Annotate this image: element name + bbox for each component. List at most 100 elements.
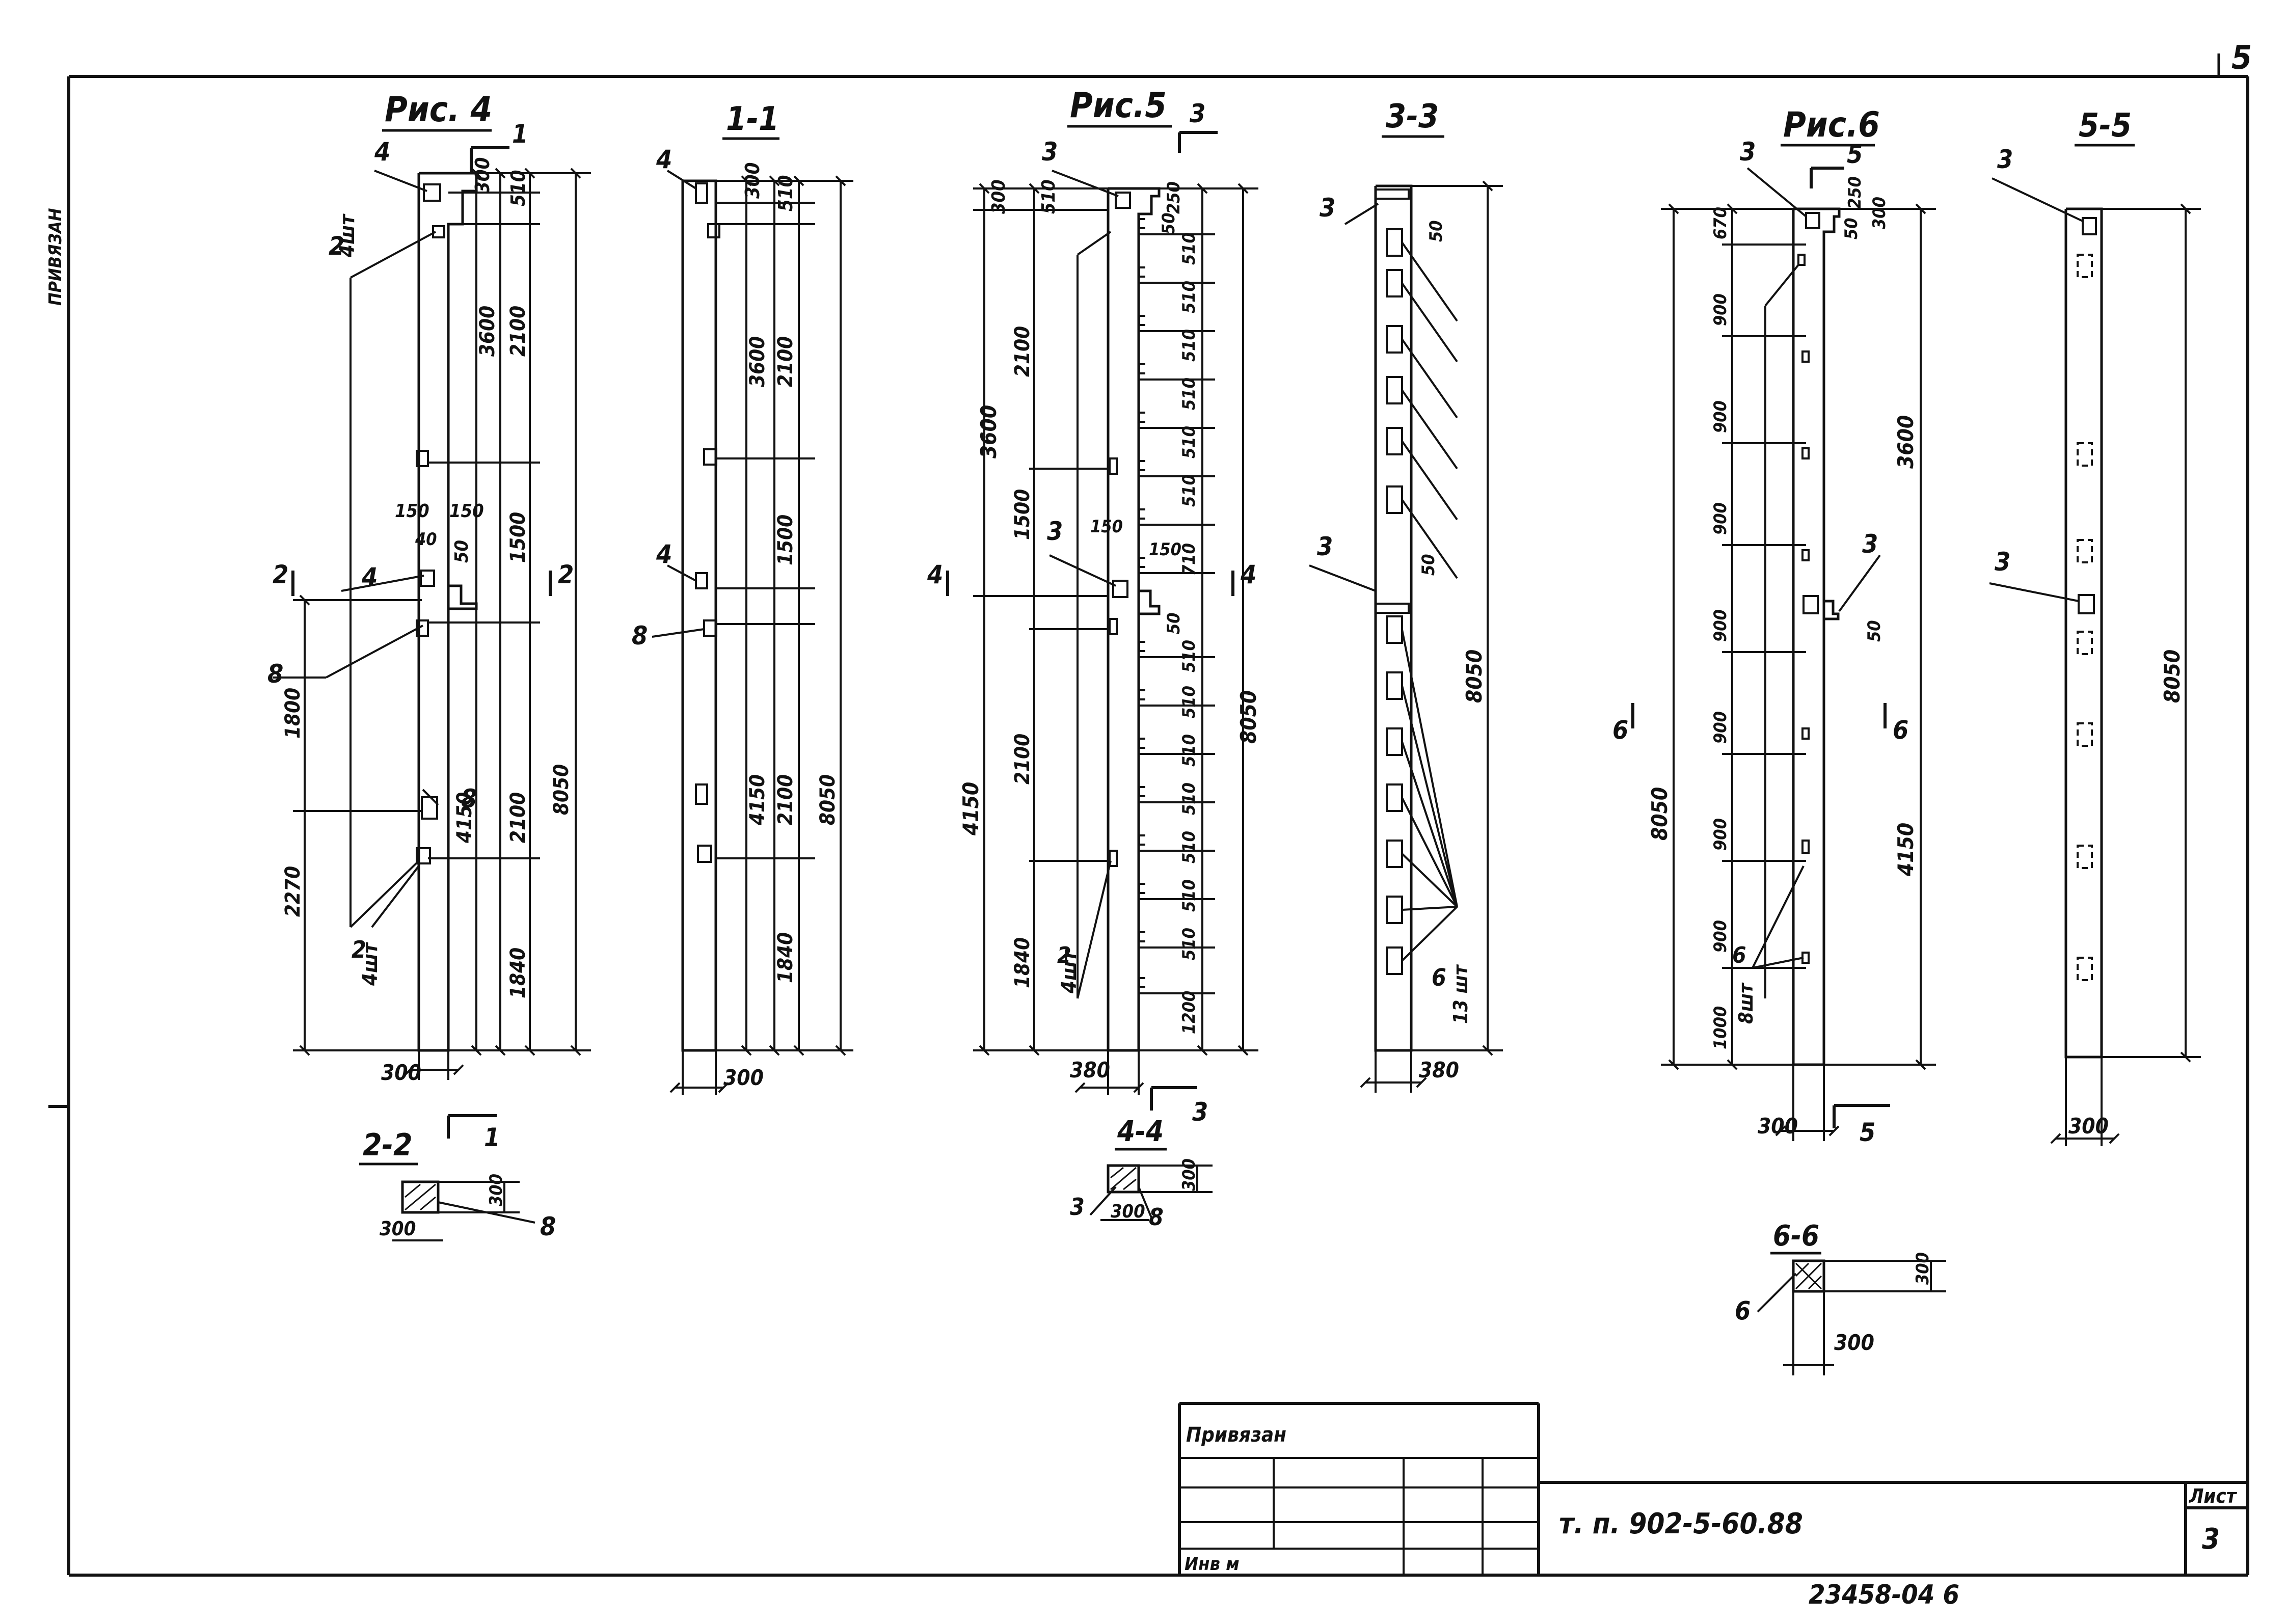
sec33-leader	[1401, 499, 1458, 579]
fig6-dim: 250	[1845, 176, 1865, 209]
fig5-chain-dim: 510	[1179, 928, 1199, 960]
fig5-callout: 3	[1042, 137, 1058, 167]
sec44-width: 300	[1111, 1201, 1145, 1222]
fig6-callout: 6	[1732, 942, 1746, 968]
fig4-dim: 4150	[453, 792, 476, 844]
fig6-chain-dim: 900	[1710, 400, 1731, 433]
fig6-view: Рис.6	[1612, 105, 1936, 1147]
sec66-hatch	[1795, 1262, 1822, 1290]
sec33-callout: 3	[1317, 532, 1333, 561]
sec33-width: 380	[1419, 1058, 1459, 1082]
sec11-dim: 4150	[746, 774, 769, 826]
sec66-height: 300	[1913, 1252, 1933, 1285]
title-block-privyazan: Привязан	[1186, 1423, 1286, 1447]
sec33-view: 3-3 3 3 6 13 шт 50 50 8050 380	[1309, 98, 1503, 1093]
fig6-callout: 8шт	[1735, 982, 1757, 1024]
fig6-dim: 50	[1841, 218, 1862, 239]
sec33-dim: 50	[1418, 554, 1439, 576]
fig4-dim: 3600	[476, 306, 499, 357]
fig5-dim: 510	[1038, 179, 1059, 214]
footer-number: 23458-04 6	[1809, 1580, 1959, 1610]
sec11-dim: 8050	[816, 774, 840, 825]
fig5-bracket	[1138, 738, 1145, 749]
sec33-callout: 3	[1320, 193, 1335, 223]
sec11-embedded-parts	[695, 182, 720, 863]
fig4-dim: 8050	[550, 764, 573, 815]
fig4-dim: 50	[451, 540, 472, 563]
fig5-dim: 3600	[976, 405, 1001, 458]
sec55-width: 300	[2068, 1114, 2109, 1139]
sheet-frame	[48, 75, 2249, 1577]
fig4-dim: 2100	[506, 792, 530, 843]
fig5-bracket	[1138, 977, 1145, 988]
sec22-view: 2-2 300 300 8	[359, 1127, 556, 1241]
fig6-chain-dim: 900	[1710, 920, 1731, 953]
sec44-height: 300	[1179, 1158, 1199, 1191]
fig5-chain-dim: 510	[1179, 329, 1199, 362]
fig4-callout: 8	[461, 784, 477, 814]
sec33-opening	[1386, 840, 1403, 868]
fig5-chain-dim: 510	[1179, 782, 1199, 815]
sec11-dim: 300	[741, 163, 764, 199]
sec33-leader	[1401, 906, 1458, 962]
fig5-dim: 50	[1164, 612, 1184, 634]
sec55-dashed-part	[2077, 957, 2093, 981]
sec33-openings	[1375, 188, 1410, 975]
fig5-bracket	[1138, 786, 1145, 797]
sec33-opening	[1386, 615, 1403, 644]
fig4-section-mark: 1	[512, 119, 528, 149]
sec33-leader	[1401, 338, 1458, 419]
sec33-cap	[1375, 603, 1410, 614]
fig6-section-mark: 6	[1893, 715, 1908, 745]
sec33-leader	[1402, 906, 1458, 911]
sec55-dashed-part	[2077, 539, 2093, 563]
sec55-title: 5-5	[2079, 107, 2132, 145]
fig6-callout: 3	[1862, 529, 1878, 559]
sec11-text: 4 4 8 300 510 3600 2100 1500 4150 2100 1…	[632, 145, 840, 1090]
sec55-dim: 8050	[2160, 649, 2185, 703]
sec44-hatch	[1110, 1167, 1137, 1190]
fig4-title: Рис. 4	[385, 90, 492, 130]
fig4-callout: 4шт	[359, 942, 382, 986]
sec55-dashed-part	[2077, 254, 2093, 278]
sec44-title: 4-4	[1117, 1115, 1164, 1148]
fig4-section-mark: 2	[273, 560, 288, 589]
fig6-dim: 4150	[1893, 823, 1918, 877]
fig5-chain-dim: 510	[1179, 232, 1199, 265]
sec22-height: 300	[486, 1174, 506, 1206]
fig6-dim: 50	[1864, 620, 1885, 642]
fig4-leader-lines	[273, 170, 439, 928]
fig6-text: 3 5 3 6 8шт 6 6 5 8050 250 50 300 3600 5…	[1612, 137, 1918, 1147]
fig5-dim: 50	[1159, 212, 1179, 234]
margin-note: ПРИВЯЗАН	[45, 208, 66, 306]
sec55-leader-lines	[1989, 177, 2084, 602]
title-block-doc-code: т. п. 902-5-60.88	[1559, 1507, 1803, 1540]
sec22-width: 300	[380, 1217, 416, 1240]
sec55-embedded-parts	[2078, 217, 2097, 614]
fig5-title: Рис.5	[1070, 86, 1167, 126]
fig4-section-mark: 2	[558, 560, 574, 589]
sec55-dashed-part	[2077, 722, 2093, 747]
title-block-lines	[1178, 1402, 2248, 1575]
sec55-view: 5-5 3 3 8050 300	[1989, 107, 2201, 1146]
sec55-text: 3 3 8050 300	[1995, 145, 2185, 1139]
fig4-embedded-parts	[416, 183, 445, 864]
title-block-sheet-label: Лист	[2189, 1485, 2238, 1507]
fig6-section-mark: 6	[1612, 715, 1628, 745]
fig5-callout: 4шт	[1058, 950, 1081, 994]
fig6-dim: 300	[1869, 197, 1890, 229]
sec33-callout: 6	[1432, 964, 1446, 991]
sec33-opening	[1386, 228, 1403, 257]
fig5-section-mark: 3	[1192, 1097, 1208, 1127]
fig6-callout: 3	[1740, 137, 1756, 167]
sec22-callout: 8	[540, 1212, 556, 1241]
fig4-text: 4 2 4шт 8 4 8 2 4шт 1 1 2 2 1800 2270 30…	[267, 119, 574, 1152]
fig5-bracket	[1138, 315, 1145, 326]
sec33-callout: 13 шт	[1449, 964, 1472, 1024]
fig6-chain-dim: 900	[1710, 711, 1731, 744]
sec55-column-outline	[2064, 207, 2103, 1059]
sec11-view: 1-1	[632, 100, 853, 1095]
fig6-dim: 8050	[1647, 787, 1672, 841]
sec11-dim: 3600	[746, 336, 769, 387]
